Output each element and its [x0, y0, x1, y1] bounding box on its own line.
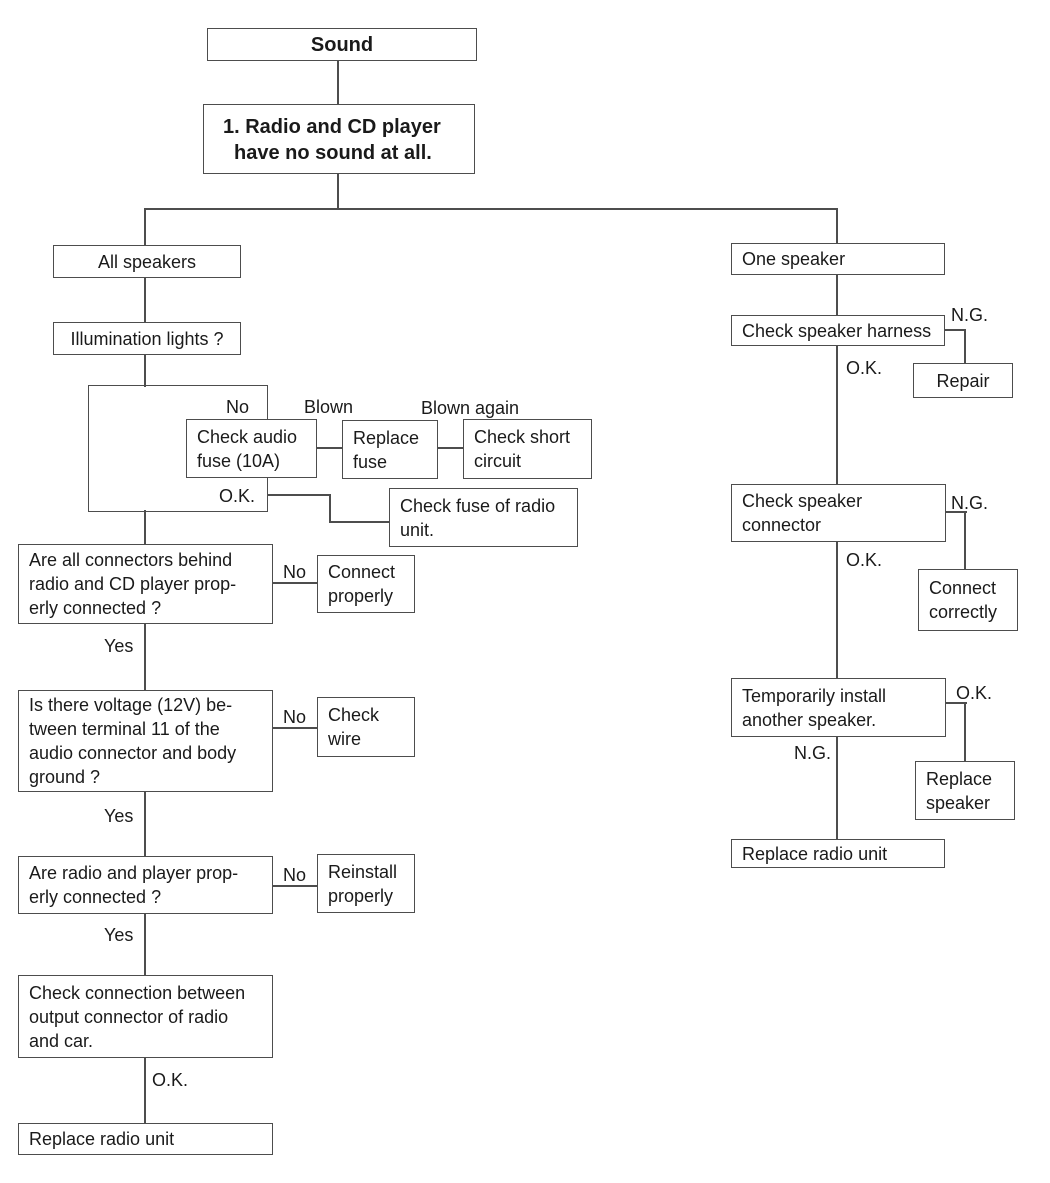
- node-check-speaker-connector: Check speaker connector: [731, 484, 946, 542]
- node-check-fuse-of-radio-unit: Check fuse of radio unit.: [389, 488, 578, 547]
- node-temporarily-install-speaker: Temporarily install another speaker.: [731, 678, 946, 737]
- label-ok-connector: O.K.: [846, 550, 883, 570]
- connector: [337, 174, 339, 210]
- connector: [964, 329, 966, 364]
- connector: [836, 542, 838, 679]
- node-connectors-question: Are all connectors behind radio and CD p…: [18, 544, 273, 624]
- node-replace-radio-unit-left: Replace radio unit: [18, 1123, 273, 1155]
- node-sound: Sound: [207, 28, 477, 61]
- label-ng-temp-install: N.G.: [794, 743, 832, 763]
- label-ok-fuse: O.K.: [219, 486, 256, 506]
- connector: [267, 494, 331, 496]
- connector: [329, 494, 331, 523]
- label-blown-again: Blown again: [421, 398, 520, 418]
- label-no-voltage: No: [283, 707, 307, 727]
- node-reinstall-properly: Reinstall properly: [317, 854, 415, 913]
- node-check-short-circuit: Check short circuit: [463, 419, 592, 479]
- connector: [272, 885, 318, 887]
- node-one-speaker: One speaker: [731, 243, 945, 275]
- node-replace-radio-unit-right: Replace radio unit: [731, 839, 945, 868]
- connector: [836, 346, 838, 485]
- connector: [945, 511, 967, 513]
- connector: [144, 278, 146, 324]
- label-no-connectors: No: [283, 562, 307, 582]
- connector: [836, 208, 838, 245]
- connector: [144, 914, 146, 976]
- node-check-speaker-harness: Check speaker harness: [731, 315, 945, 346]
- node-connect-correctly: Connect correctly: [918, 569, 1018, 631]
- connector: [964, 511, 966, 570]
- connector: [272, 582, 318, 584]
- label-no-radio-player: No: [283, 865, 307, 885]
- connector: [144, 510, 146, 546]
- connector: [144, 355, 146, 387]
- node-illumination-lights: Illumination lights ?: [53, 322, 241, 355]
- connector: [964, 702, 966, 762]
- node-replace-speaker: Replace speaker: [915, 761, 1015, 820]
- label-ok-connection: O.K.: [152, 1070, 189, 1090]
- label-no-fuse: No: [226, 397, 250, 417]
- node-all-speakers: All speakers: [53, 245, 241, 278]
- node-replace-fuse: Replace fuse: [342, 420, 438, 479]
- node-repair: Repair: [913, 363, 1013, 398]
- label-ok-harness: O.K.: [846, 358, 883, 378]
- label-yes-voltage: Yes: [104, 806, 134, 826]
- connector: [144, 792, 146, 857]
- label-blown: Blown: [304, 397, 354, 417]
- label-ng-harness: N.G.: [951, 305, 989, 325]
- node-voltage-question: Is there voltage (12V) be- tween termina…: [18, 690, 273, 792]
- label-yes-connectors: Yes: [104, 636, 134, 656]
- connector: [144, 624, 146, 691]
- node-connect-properly: Connect properly: [317, 555, 415, 613]
- connector: [144, 208, 838, 210]
- node-problem-statement: 1. Radio and CD player have no sound at …: [203, 104, 475, 174]
- connector: [144, 1058, 146, 1124]
- label-ok-temp-install: O.K.: [956, 683, 993, 703]
- connector: [272, 727, 318, 729]
- connector: [144, 208, 146, 247]
- connector: [944, 329, 966, 331]
- connector: [438, 447, 465, 449]
- connector: [329, 521, 390, 523]
- connector: [836, 275, 838, 316]
- node-check-connection: Check connection between output connecto…: [18, 975, 273, 1058]
- label-ng-connector: N.G.: [951, 493, 989, 513]
- node-check-audio-fuse: Check audio fuse (10A): [186, 419, 317, 478]
- connector: [945, 702, 967, 704]
- connector: [836, 737, 838, 840]
- node-radio-player-question: Are radio and player prop- erly connecte…: [18, 856, 273, 914]
- node-check-wire: Check wire: [317, 697, 415, 757]
- connector: [317, 447, 344, 449]
- connector: [337, 60, 339, 106]
- label-yes-radio-player: Yes: [104, 925, 134, 945]
